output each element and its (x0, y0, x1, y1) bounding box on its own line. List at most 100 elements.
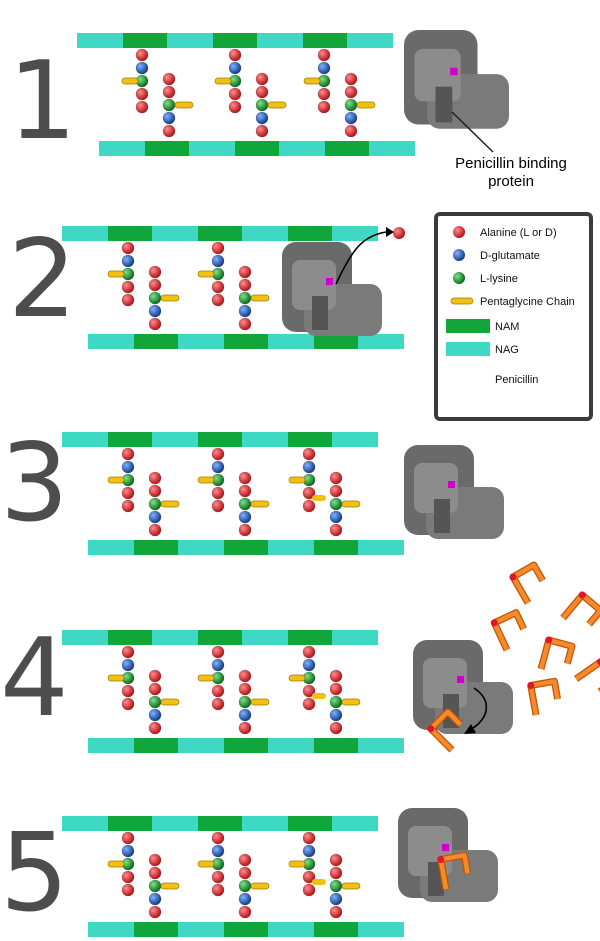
d-glutamate (148, 510, 162, 524)
alanine (329, 471, 343, 485)
proteins (282, 30, 513, 902)
alanine (302, 447, 316, 461)
nag-segment (332, 432, 378, 447)
nam-segment (134, 738, 178, 753)
penicillin-body (528, 679, 560, 716)
l-lysine (148, 695, 162, 709)
d-glutamate (302, 460, 316, 474)
nag-segment (332, 816, 378, 831)
legend-swatch-glutamate (453, 249, 465, 261)
nam-segment (224, 738, 268, 753)
alanine (211, 645, 225, 659)
pentaglycine-chain (197, 674, 215, 682)
alanine (238, 682, 252, 696)
pentaglycine-chain (107, 860, 125, 868)
alanine (135, 87, 149, 101)
legend-frame (434, 212, 593, 421)
d-glutamate (121, 658, 135, 672)
alanine (329, 866, 343, 880)
nam-segment (288, 816, 332, 831)
alanine (211, 883, 225, 897)
nam-segment (325, 141, 369, 156)
alanine (255, 124, 269, 138)
pentaglycine-chain (214, 77, 232, 85)
legend-swatch-alanine (453, 226, 465, 238)
l-lysine (148, 291, 162, 305)
nam-segment (235, 141, 279, 156)
alanine (121, 697, 135, 711)
d-glutamate (302, 658, 316, 672)
alanine (162, 85, 176, 99)
alanine (121, 499, 135, 513)
alanine (148, 905, 162, 919)
alanine (148, 317, 162, 331)
alanine (162, 124, 176, 138)
protein-groove (435, 86, 453, 123)
nam-segment (134, 334, 178, 349)
nag-segment (88, 540, 134, 555)
alanine (121, 447, 135, 461)
l-lysine (329, 497, 343, 511)
pentaglycine-chain (250, 500, 270, 508)
pentaglycine-chain (303, 77, 321, 85)
protein-groove (434, 499, 450, 533)
d-glutamate (121, 844, 135, 858)
nam-segment (108, 816, 152, 831)
pentaglycine-chain (197, 270, 215, 278)
nam-segment (224, 922, 268, 937)
alanine (344, 72, 358, 86)
nag-segment (167, 33, 213, 48)
alanine (211, 447, 225, 461)
alanine (148, 265, 162, 279)
alanine (121, 831, 135, 845)
penicillin-molecule-4 (537, 636, 576, 670)
alanine (211, 870, 225, 884)
alanine (211, 697, 225, 711)
pentaglycine-chain (197, 860, 215, 868)
alanine (317, 87, 331, 101)
nag-segment (332, 630, 378, 645)
l-lysine (148, 497, 162, 511)
pbp-step3 (404, 445, 504, 539)
alanine (329, 853, 343, 867)
nag-segment (152, 630, 198, 645)
pbp-label-line2: protein (488, 173, 534, 190)
nam-segment (123, 33, 167, 48)
alanine (121, 280, 135, 294)
nam-segment (198, 816, 242, 831)
nam-segment (288, 226, 332, 241)
alanine (148, 471, 162, 485)
alanine (302, 870, 316, 884)
alanine (121, 293, 135, 307)
nag-segment (268, 922, 314, 937)
alanine (238, 669, 252, 683)
nag-segment (152, 816, 198, 831)
pbp-label-leader (451, 111, 494, 153)
nag-segment (268, 540, 314, 555)
nag-segment (332, 226, 378, 241)
alanine (344, 124, 358, 138)
nag-segment (242, 816, 288, 831)
alanine (329, 523, 343, 537)
nag-segment (242, 226, 288, 241)
nag-segment (88, 922, 134, 937)
l-lysine (148, 879, 162, 893)
legend-label-glycine: Pentaglycine Chain (480, 296, 575, 308)
active-site (448, 481, 455, 488)
pentaglycine-chain (267, 101, 287, 109)
alanine (329, 484, 343, 498)
legend-swatch-glycine (450, 297, 474, 305)
alanine (228, 100, 242, 114)
alanine (329, 669, 343, 683)
alanine (211, 684, 225, 698)
l-lysine (255, 98, 269, 112)
alanine (238, 317, 252, 331)
legend-label-penicillin: Penicillin (495, 374, 538, 386)
nag-segment (358, 922, 404, 937)
d-glutamate (238, 708, 252, 722)
penicillin-ring (437, 855, 445, 863)
d-glutamate (238, 892, 252, 906)
alanine (329, 905, 343, 919)
l-lysine (329, 695, 343, 709)
